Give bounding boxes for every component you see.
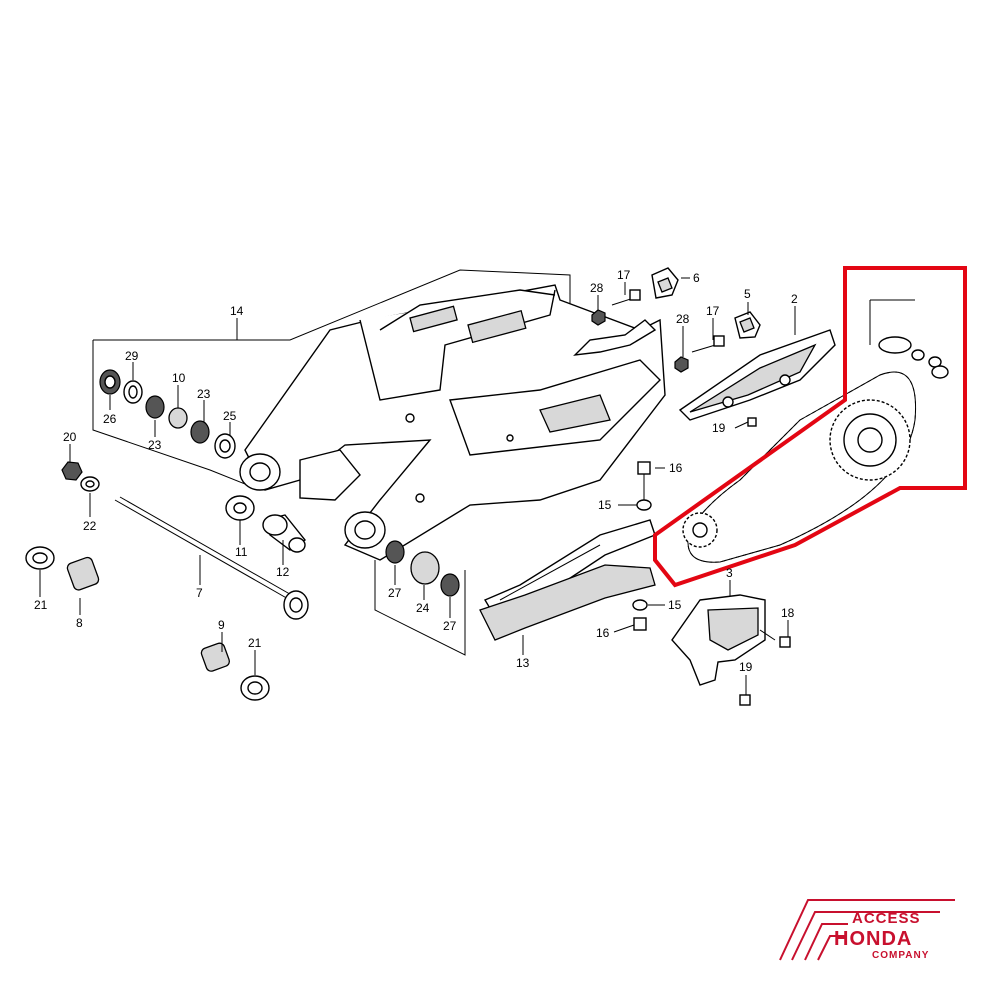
pivot-collars <box>225 495 307 553</box>
logo-text-access: ACCESS <box>852 910 921 927</box>
callout-16a: 16 <box>669 461 683 475</box>
adjuster-collars <box>25 546 270 701</box>
callout-3: 3 <box>726 566 733 580</box>
callout-17a: 17 <box>617 268 631 282</box>
callouts: 14 29 26 10 23 23 25 20 22 11 12 7 21 8 … <box>34 268 798 674</box>
swingarm-group-outline <box>92 269 571 656</box>
callout-10: 10 <box>172 371 186 385</box>
chain-case <box>678 329 836 427</box>
callout-13: 13 <box>516 656 530 670</box>
callout-28a: 28 <box>590 281 604 295</box>
callout-28b: 28 <box>676 312 690 326</box>
callout-25: 25 <box>223 409 237 423</box>
callout-23a: 23 <box>197 387 211 401</box>
callout-2: 2 <box>791 292 798 306</box>
callout-7: 7 <box>196 586 203 600</box>
master-link-kit <box>869 299 949 379</box>
drive-chain <box>682 371 917 563</box>
callout-16b: 16 <box>596 626 610 640</box>
pivot-bearings-right <box>385 540 460 597</box>
callout-18: 18 <box>781 606 795 620</box>
callout-21a: 21 <box>34 598 48 612</box>
callout-14: 14 <box>230 304 244 318</box>
callout-27b: 27 <box>443 619 457 633</box>
callout-8: 8 <box>76 616 83 630</box>
swingarm <box>239 284 666 561</box>
logo-mark-icon <box>779 899 955 961</box>
callout-12: 12 <box>276 565 290 579</box>
slider-fasteners <box>632 461 652 631</box>
callout-21b: 21 <box>248 636 262 650</box>
callout-24: 24 <box>416 601 430 615</box>
callout-17b: 17 <box>706 304 720 318</box>
callout-11: 11 <box>235 545 248 559</box>
callout-22: 22 <box>83 519 97 533</box>
pivot-nut-and-washer <box>61 461 100 492</box>
sprocket-cover <box>671 594 791 706</box>
callout-27a: 27 <box>388 586 402 600</box>
top-fasteners <box>591 267 761 373</box>
callout-15b: 15 <box>668 598 682 612</box>
callout-5: 5 <box>744 287 751 301</box>
callout-26: 26 <box>103 412 117 426</box>
callout-20: 20 <box>63 430 77 444</box>
callout-19b: 19 <box>739 660 753 674</box>
chain-slider <box>479 519 656 641</box>
callout-6: 6 <box>693 271 700 285</box>
logo-text-honda: HONDA <box>834 928 912 950</box>
pivot-bearings-left <box>99 369 236 459</box>
pivot-bolt <box>114 496 309 620</box>
chain-highlight-outline <box>653 266 967 588</box>
leader-lines <box>39 277 796 695</box>
logo-text-company: COMPANY <box>872 950 929 961</box>
callout-9: 9 <box>218 618 225 632</box>
access-honda-logo: ACCESS HONDA COMPANY <box>779 899 955 961</box>
callout-19a: 19 <box>712 421 726 435</box>
callout-23b: 23 <box>148 438 162 452</box>
callout-15a: 15 <box>598 498 612 512</box>
callout-29: 29 <box>125 349 139 363</box>
